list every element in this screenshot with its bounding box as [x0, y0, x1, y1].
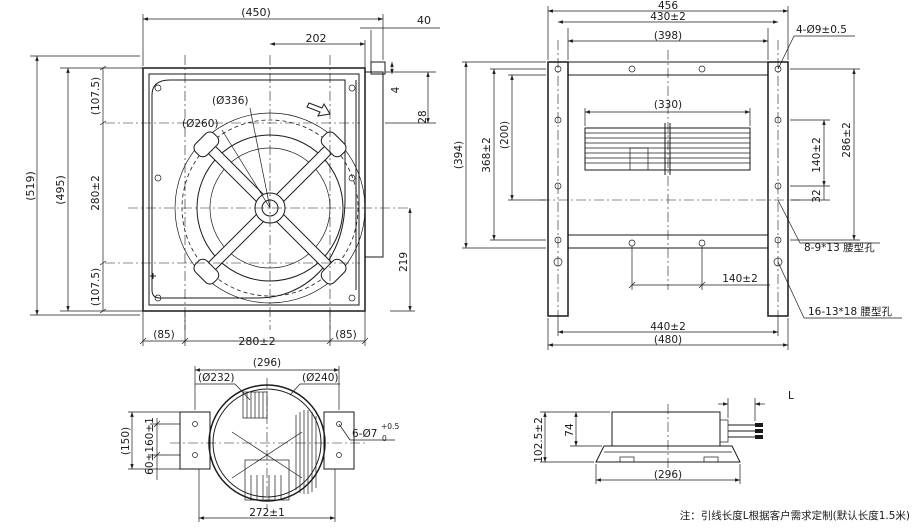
slot-note-8-9-13: 8-9*13 腰型孔	[804, 241, 875, 254]
hole-note-4-9: 4-Ø9±0.5	[796, 24, 847, 36]
flow-arrow	[306, 102, 331, 117]
motor-flange-right	[323, 411, 355, 470]
slot-note-16-13-18: 16-13*18 腰型孔	[808, 305, 892, 318]
dim-296-motor: (296)	[253, 357, 281, 369]
dim-107-bottom: (107.5)	[90, 268, 102, 306]
dim-330: (330)	[654, 99, 682, 111]
dim-4: 4	[390, 86, 402, 93]
dim-296-controller: (296)	[654, 469, 682, 481]
dim-107-top: (107.5)	[90, 77, 102, 115]
hole-note-6-7: 6-Ø7	[352, 428, 377, 440]
side-holes	[553, 65, 783, 267]
front-top-stub	[370, 61, 386, 75]
motor-flange-left	[179, 411, 211, 470]
dim-450: (450)	[241, 6, 271, 19]
dim-28: 28	[417, 110, 429, 123]
motor-fins-top	[242, 391, 268, 419]
dim-150: (150)	[120, 427, 132, 455]
dim-394: (394)	[453, 141, 465, 169]
dim-430: 430±2	[650, 11, 686, 23]
controller-view: L 102.5±2 74 (296)	[533, 390, 794, 484]
dim-272: 272±1	[249, 507, 285, 519]
dim-519: (519)	[24, 171, 37, 201]
hole-tol-upper: +0.5	[381, 422, 399, 431]
dim-280-left: 280±2	[90, 175, 102, 211]
hole-tol-lower: 0	[382, 434, 387, 443]
dim-456: 456	[658, 0, 678, 12]
dim-440: 440±2	[650, 321, 686, 333]
dim-200: (200)	[499, 121, 511, 149]
front-housing-inner	[148, 73, 360, 306]
dim-240: (Ø240)	[302, 372, 339, 384]
dim-lead-L: L	[788, 390, 794, 402]
dim-85-left: (85)	[153, 329, 175, 341]
blower-blades	[585, 132, 750, 164]
dim-85-right: (85)	[335, 329, 357, 341]
dim-74: 74	[564, 423, 576, 437]
dim-140-h: 140±2	[722, 273, 758, 285]
dim-232: (Ø232)	[198, 372, 235, 384]
dim-60-160: 60±160±1	[144, 417, 156, 475]
dim-398: (398)	[654, 30, 682, 42]
dim-202: 202	[306, 32, 327, 45]
blower-wheel	[584, 127, 751, 171]
side-view: 456 430±2 (398) 4-Ø9±0.5 (394) 368±2 (20…	[453, 0, 902, 350]
dim-260: (Ø260)	[182, 118, 219, 130]
dim-140-v: 140±2	[811, 137, 823, 173]
dim-336: (Ø336)	[212, 95, 249, 107]
motor-view: (296) (Ø232) (Ø240) 6-Ø7 +0.5 0 (150) 60…	[120, 357, 399, 522]
controller-body	[611, 411, 721, 447]
dim-40: 40	[417, 14, 431, 27]
front-view: (450) 202 40 (519) (495) (107.5) 280±2 (…	[24, 6, 440, 348]
dim-219: 219	[398, 252, 410, 272]
dim-286: 286±2	[841, 122, 853, 158]
dim-280-bottom: 280±2	[238, 335, 275, 348]
dim-368: 368±2	[481, 137, 493, 173]
lead-length-note: 注：引线长度L根据客户需求定制(默认长度1.5米)	[680, 509, 910, 522]
controller-base	[595, 445, 741, 463]
dim-32: 32	[811, 189, 823, 202]
dim-495: (495)	[54, 175, 67, 205]
scroll-outline	[151, 79, 346, 299]
motor-fins-right	[295, 410, 317, 494]
dim-480: (480)	[654, 334, 682, 346]
front-flange-side	[364, 71, 384, 258]
motor-terminal-box	[244, 459, 290, 501]
dim-102-5: 102.5±2	[533, 417, 545, 463]
controller-leads	[728, 423, 763, 439]
